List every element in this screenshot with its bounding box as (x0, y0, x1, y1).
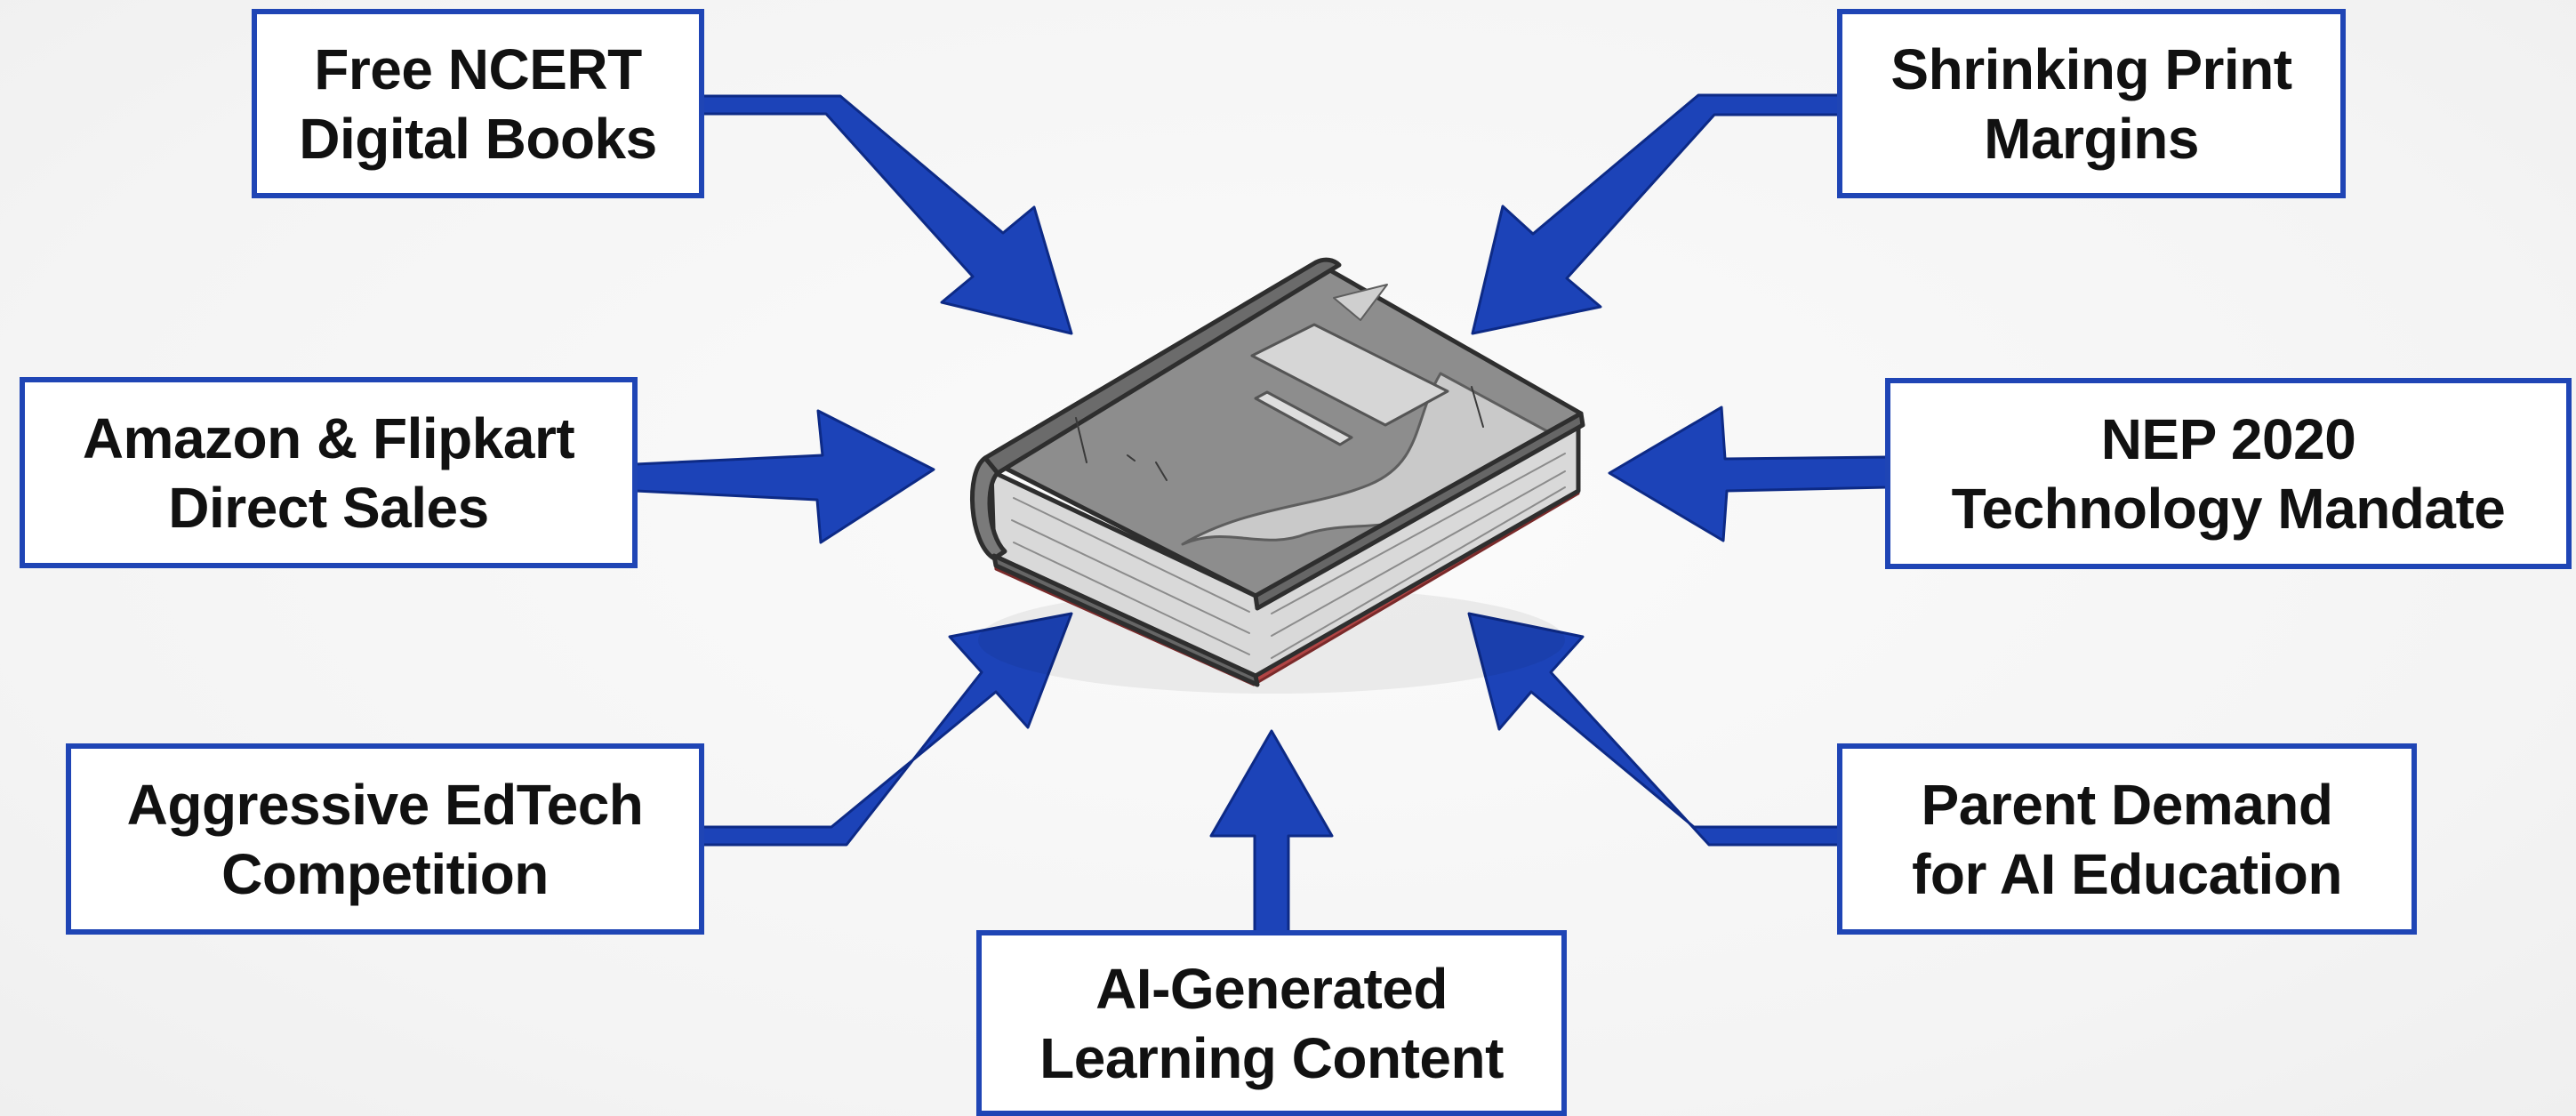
box-free-ncert-line1: Free NCERT (314, 36, 642, 101)
box-parent-demand-line2: for AI Education (1912, 841, 2342, 906)
box-free-ncert-line2: Digital Books (299, 106, 657, 171)
box-edtech-line2: Competition (221, 841, 549, 906)
box-ai-content: AI-Generated Learning Content (976, 930, 1567, 1116)
arrow-free-ncert (701, 94, 1073, 335)
box-nep-2020-line1: NEP 2020 (2100, 406, 2356, 471)
arrow-edtech (701, 612, 1073, 847)
box-edtech-line1: Aggressive EdTech (126, 772, 644, 837)
box-print-margins-line1: Shrinking Print (1890, 36, 2292, 101)
box-parent-demand: Parent Demand for AI Education (1837, 743, 2417, 935)
box-amazon-flipkart: Amazon & Flipkart Direct Sales (20, 377, 638, 568)
box-amazon-flipkart-line1: Amazon & Flipkart (82, 405, 575, 470)
box-nep-2020-line2: Technology Mandate (1951, 476, 2506, 541)
box-print-margins: Shrinking Print Margins (1837, 9, 2346, 198)
arrow-print-margins (1471, 93, 1841, 335)
box-edtech: Aggressive EdTech Competition (66, 743, 704, 935)
box-nep-2020: NEP 2020 Technology Mandate (1885, 378, 2572, 569)
box-amazon-flipkart-line2: Direct Sales (168, 475, 489, 540)
box-ai-content-line2: Learning Content (1039, 1025, 1504, 1090)
arrow-nep-2020 (1608, 405, 1889, 542)
box-ai-content-line1: AI-Generated (1095, 956, 1448, 1021)
box-parent-demand-line1: Parent Demand (1921, 772, 2333, 837)
box-free-ncert: Free NCERT Digital Books (252, 9, 704, 198)
arrow-ai-content (1209, 729, 1334, 934)
arrow-parent-demand (1467, 612, 1841, 847)
arrow-amazon-flipkart (634, 409, 935, 544)
box-print-margins-line2: Margins (1984, 106, 2199, 171)
